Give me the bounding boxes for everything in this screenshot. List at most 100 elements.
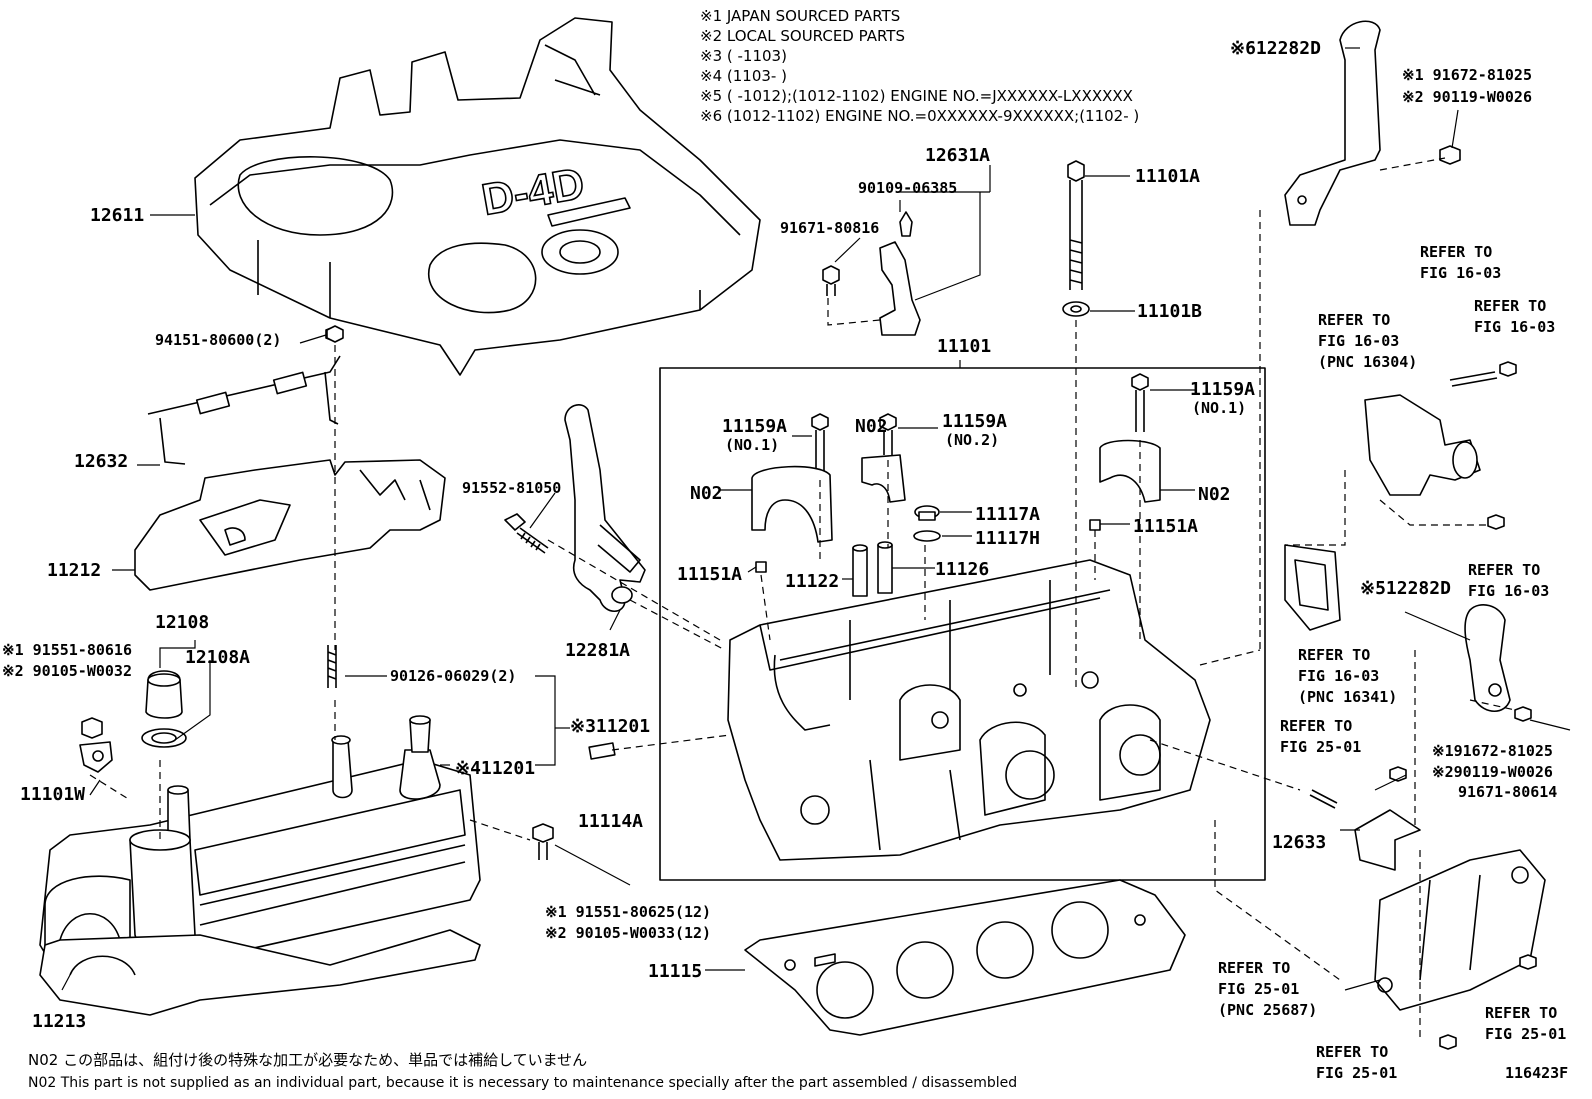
head-gasket-drawing [744, 879, 1186, 1036]
label-11101: 11101 [937, 336, 992, 357]
bracket-12631a-drawing [879, 241, 921, 336]
label-91552: 91552-81050 [462, 479, 562, 497]
label-12108: 12108 [155, 612, 210, 633]
bearing-caps-drawing [751, 439, 1161, 543]
label-n02-left: N02 [690, 483, 723, 504]
label-12282d-5: ※512282D [1360, 578, 1451, 599]
label-90105-w0032: ※2 90105-W0032 [2, 662, 132, 680]
refer-6-line1: REFER TO [1280, 717, 1353, 735]
oil-cap-drawing [79, 670, 187, 773]
refer-block-6: REFER TO FIG 25-01 [1280, 716, 1361, 758]
label-11122: 11122 [785, 571, 840, 592]
label-11114a: 11114A [578, 811, 644, 832]
refer-7-line3: (PNC 25687) [1218, 1001, 1318, 1019]
label-12632: 12632 [74, 451, 129, 472]
refer-block-3: REFER TO FIG 16-03 [1474, 296, 1555, 338]
refer-9-line1: REFER TO [1316, 1043, 1389, 1061]
engine-cover-drawing: D-4D [194, 17, 761, 376]
cylinder-head-cover-drawing [39, 715, 481, 1016]
refer-9-line2: FIG 25-01 [1316, 1064, 1398, 1082]
label-11159a-no1-left: 11159A [722, 416, 788, 437]
refer-2-line1: REFER TO [1318, 311, 1391, 329]
label-11201-3: ※311201 [570, 716, 651, 737]
note-1: ※1 JAPAN SOURCED PARTS [700, 7, 901, 25]
note-6: ※6 (1012-1102) ENGINE NO.=0XXXXXX-9XXXXX… [700, 107, 1140, 125]
label-11115: 11115 [648, 961, 703, 982]
label-11117a: 11117A [975, 504, 1041, 525]
refer-8-line1: REFER TO [1485, 1004, 1558, 1022]
label-12281a: 12281A [565, 640, 631, 661]
label-90126: 90126-06029(2) [390, 667, 517, 685]
label-11117h: 11117H [975, 528, 1041, 549]
label-90105-w0033: ※2 90105-W0033(12) [545, 924, 712, 942]
refer-7-line2: FIG 25-01 [1218, 980, 1300, 998]
label-91551-80616: ※1 91551-80616 [2, 641, 132, 659]
refer-7-line1: REFER TO [1218, 959, 1291, 977]
label-91551-80625: ※1 91551-80625(12) [545, 903, 712, 921]
fasteners-drawing [326, 160, 1149, 860]
label-12631a: 12631A [925, 145, 991, 166]
label-n02-right: N02 [1198, 484, 1231, 505]
engine-hanger-drawing [564, 404, 646, 613]
bracket-12633-drawing [1309, 766, 1546, 1050]
refer-block-7: REFER TO FIG 25-01 (PNC 25687) [1218, 958, 1317, 1021]
water-outlet-drawing [1284, 361, 1517, 631]
label-11213: 11213 [32, 1011, 87, 1032]
label-11101a: 11101A [1135, 166, 1201, 187]
label-11101b: 11101B [1137, 301, 1203, 322]
label-11151a-left: 11151A [677, 564, 743, 585]
label-91672-81025-top: ※1 91672-81025 [1402, 66, 1532, 84]
cover-insulator-drawing [134, 459, 446, 591]
refer-2-line3: (PNC 16304) [1318, 353, 1418, 371]
label-11212: 11212 [47, 560, 102, 581]
label-11159a-no2-sub: (NO.2) [945, 431, 1000, 449]
refer-block-1: REFER TO FIG 16-03 [1420, 242, 1501, 284]
refer-3-line1: REFER TO [1474, 297, 1547, 315]
refer-block-8: REFER TO FIG 25-01 [1485, 1003, 1566, 1045]
label-90119-w0026-bottom: ※290119-W0026 [1432, 763, 1553, 781]
refer-block-2: REFER TO FIG 16-03 (PNC 16304) [1318, 310, 1417, 373]
label-11159a-no2: 11159A [942, 411, 1008, 432]
hanger-bracket-12282d-6-drawing [1284, 20, 1461, 226]
label-12633: 12633 [1272, 832, 1327, 853]
refer-2-line2: FIG 16-03 [1318, 332, 1400, 350]
refer-1-line1: REFER TO [1420, 243, 1493, 261]
label-11151a-right: 11151A [1133, 516, 1199, 537]
refer-4-line2: FIG 16-03 [1468, 582, 1550, 600]
label-11126: 11126 [935, 559, 990, 580]
label-12108a: 12108A [185, 647, 251, 668]
footnote-japanese: N02 この部品は、組付け後の特殊な加工が必要なため、単品では補給していません [28, 1051, 588, 1069]
refer-5-line1: REFER TO [1298, 646, 1371, 664]
hanger-bracket-12282d-5-drawing [1464, 604, 1532, 722]
refer-block-5: REFER TO FIG 16-03 (PNC 16341) [1298, 645, 1397, 708]
refer-1-line2: FIG 16-03 [1420, 264, 1502, 282]
label-12282d-6: ※612282D [1230, 38, 1321, 59]
label-11159a-no1-right-sub: (NO.1) [1192, 399, 1247, 417]
note-5: ※5 ( -1012);(1012-1102) ENGINE NO.=JXXXX… [700, 87, 1133, 105]
refer-4-line1: REFER TO [1468, 561, 1541, 579]
note-3: ※3 ( -1103) [700, 47, 787, 65]
refer-block-9: REFER TO FIG 25-01 [1316, 1042, 1397, 1084]
label-11201-4: ※411201 [455, 758, 536, 779]
label-11159a-no1-right: 11159A [1190, 379, 1256, 400]
refer-5-line3: (PNC 16341) [1298, 688, 1398, 706]
refer-3-line2: FIG 16-03 [1474, 318, 1556, 336]
label-figure-number: 116423F [1505, 1064, 1569, 1082]
label-90109: 90109-06385 [858, 179, 958, 197]
label-n02-center: N02 [855, 416, 888, 437]
label-11159a-no1-left-sub: (NO.1) [725, 436, 780, 454]
label-12611: 12611 [90, 205, 145, 226]
label-91671-80816: 91671-80816 [780, 219, 880, 237]
label-90119-w0026-top: ※2 90119-W0026 [1402, 88, 1532, 106]
refer-6-line2: FIG 25-01 [1280, 738, 1362, 756]
refer-5-line2: FIG 16-03 [1298, 667, 1380, 685]
label-91672-81025-bottom: ※191672-81025 [1432, 742, 1553, 760]
assembly-dashed-lines [89, 157, 1516, 1040]
leader-lines [61, 47, 1571, 991]
label-94151: 94151-80600(2) [155, 331, 282, 349]
notes-block: ※1 JAPAN SOURCED PARTS ※2 LOCAL SOURCED … [700, 9, 1139, 129]
cylinder-head-drawing [659, 367, 1266, 881]
label-91671-80614: 91671-80614 [1458, 783, 1558, 801]
